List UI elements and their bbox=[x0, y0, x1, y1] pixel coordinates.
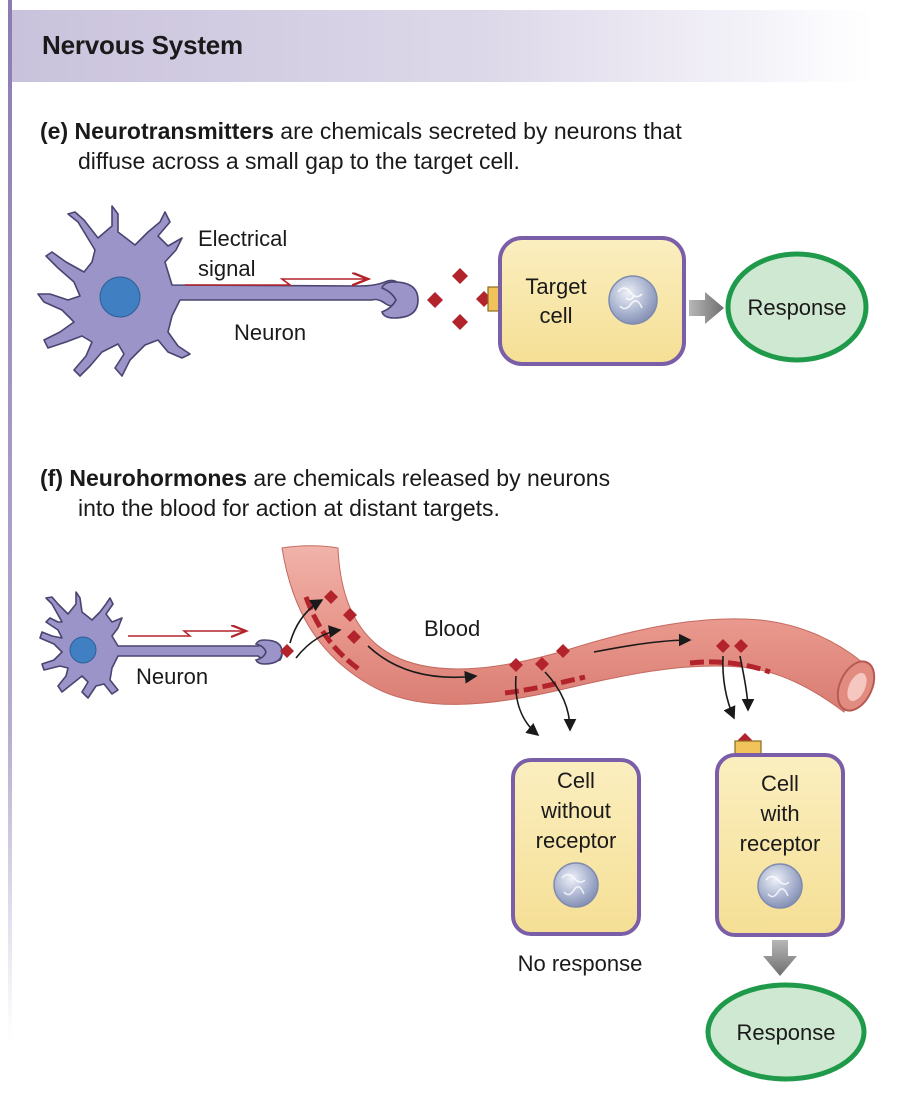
chemical-diamond bbox=[347, 630, 361, 644]
vessel-wall-gap-3 bbox=[689, 659, 771, 675]
chemical-diamond bbox=[452, 268, 468, 284]
blood-vessel bbox=[281, 545, 876, 713]
response-e-oval bbox=[725, 251, 869, 363]
arrow bbox=[367, 645, 478, 684]
nucleus-texture bbox=[617, 287, 643, 310]
response-f-label: Response bbox=[736, 1020, 835, 1045]
chemical-diamond bbox=[509, 658, 523, 672]
neurohormones-f bbox=[280, 590, 752, 747]
arrow bbox=[295, 625, 342, 659]
chemical-diamond bbox=[734, 639, 748, 653]
receptor-f bbox=[734, 740, 762, 756]
target-cell-label-2: cell bbox=[539, 303, 572, 328]
neuron-label-e: Neuron bbox=[234, 320, 306, 345]
cell-with-receptor: Cell with receptor bbox=[715, 740, 845, 937]
signal-label: signal bbox=[198, 256, 255, 281]
cell-without-nucleus bbox=[553, 862, 599, 908]
caption-f-line1: are chemicals released by neurons bbox=[247, 465, 611, 491]
cell-with-label-1: Cell bbox=[761, 771, 799, 796]
cell-with-label-2: with bbox=[759, 801, 799, 826]
chemical-diamond bbox=[280, 644, 294, 658]
electrical-signal-arrow-e bbox=[185, 279, 368, 285]
caption-e: (e) Neurotransmitters are chemicals secr… bbox=[40, 116, 682, 176]
chemical-diamond bbox=[343, 608, 357, 622]
target-cell-nucleus bbox=[608, 275, 658, 325]
chemical-diamond bbox=[716, 639, 730, 653]
axon-terminal-e bbox=[381, 281, 419, 319]
response-f: Response bbox=[705, 982, 867, 1082]
neuron-f-nucleus bbox=[69, 636, 97, 664]
cell-without-receptor: Cell without receptor bbox=[511, 758, 641, 936]
chemical-diamond bbox=[452, 314, 468, 330]
arrow bbox=[739, 655, 755, 712]
neuron-e bbox=[37, 205, 419, 377]
chemical-diamond bbox=[535, 657, 549, 671]
caption-f-line2: into the blood for action at distant tar… bbox=[78, 495, 500, 521]
cell-without-label-1: Cell bbox=[557, 768, 595, 793]
cell-with-label-3: receptor bbox=[740, 831, 821, 856]
response-f-oval bbox=[705, 982, 867, 1082]
target-cell-body bbox=[498, 236, 686, 366]
target-cell-e: Target cell bbox=[498, 236, 686, 366]
cell-with-nucleus bbox=[757, 863, 803, 909]
arrow bbox=[722, 655, 736, 720]
gray-arrow-f bbox=[763, 940, 797, 976]
caption-f-tag: (f) bbox=[40, 465, 63, 491]
cell-without-label-2: without bbox=[540, 798, 611, 823]
header-banner: Nervous System bbox=[12, 10, 872, 82]
arrow bbox=[289, 599, 324, 644]
caption-e-line1: are chemicals secreted by neurons that bbox=[273, 118, 682, 144]
side-accent-bar bbox=[8, 0, 12, 1040]
cell-without-label-3: receptor bbox=[536, 828, 617, 853]
diffusion-arrows bbox=[289, 599, 755, 737]
arrow bbox=[544, 671, 577, 732]
arrow bbox=[514, 675, 540, 737]
nucleus-texture bbox=[765, 875, 790, 898]
neuron-f bbox=[39, 591, 283, 699]
cell-with-body bbox=[715, 753, 845, 937]
neuron-e-nucleus bbox=[99, 276, 141, 318]
response-e-label: Response bbox=[747, 295, 846, 320]
nucleus-texture bbox=[561, 873, 586, 896]
electrical-signal-arrow-f bbox=[128, 631, 246, 636]
caption-f: (f) Neurohormones are chemicals released… bbox=[40, 463, 610, 523]
no-response-label: No response bbox=[518, 951, 643, 976]
caption-e-tag: (e) bbox=[40, 118, 69, 144]
chemical-diamond bbox=[427, 292, 443, 308]
cell-without-body bbox=[511, 758, 641, 936]
neuron-f-body bbox=[39, 591, 283, 699]
gray-arrow-e bbox=[689, 292, 724, 324]
target-cell-label-1: Target bbox=[525, 274, 586, 299]
arrow bbox=[593, 633, 692, 653]
blood-vessel-lumen bbox=[847, 672, 867, 702]
electrical-signal-label: Electrical bbox=[198, 226, 287, 251]
blood-label: Blood bbox=[424, 616, 480, 641]
chemical-diamond bbox=[556, 644, 570, 658]
vessel-wall-gap-2 bbox=[504, 674, 586, 696]
neuron-label-f: Neuron bbox=[136, 664, 208, 689]
caption-e-line2: diffuse across a small gap to the target… bbox=[78, 148, 520, 174]
caption-e-term: Neurotransmitters bbox=[74, 118, 274, 144]
blood-vessel-tube bbox=[281, 545, 863, 713]
caption-f-term: Neurohormones bbox=[69, 465, 248, 491]
neurotransmitters-e bbox=[427, 268, 492, 330]
chemical-diamond bbox=[324, 590, 338, 604]
response-e: Response bbox=[725, 251, 869, 363]
header-title: Nervous System bbox=[42, 30, 243, 60]
